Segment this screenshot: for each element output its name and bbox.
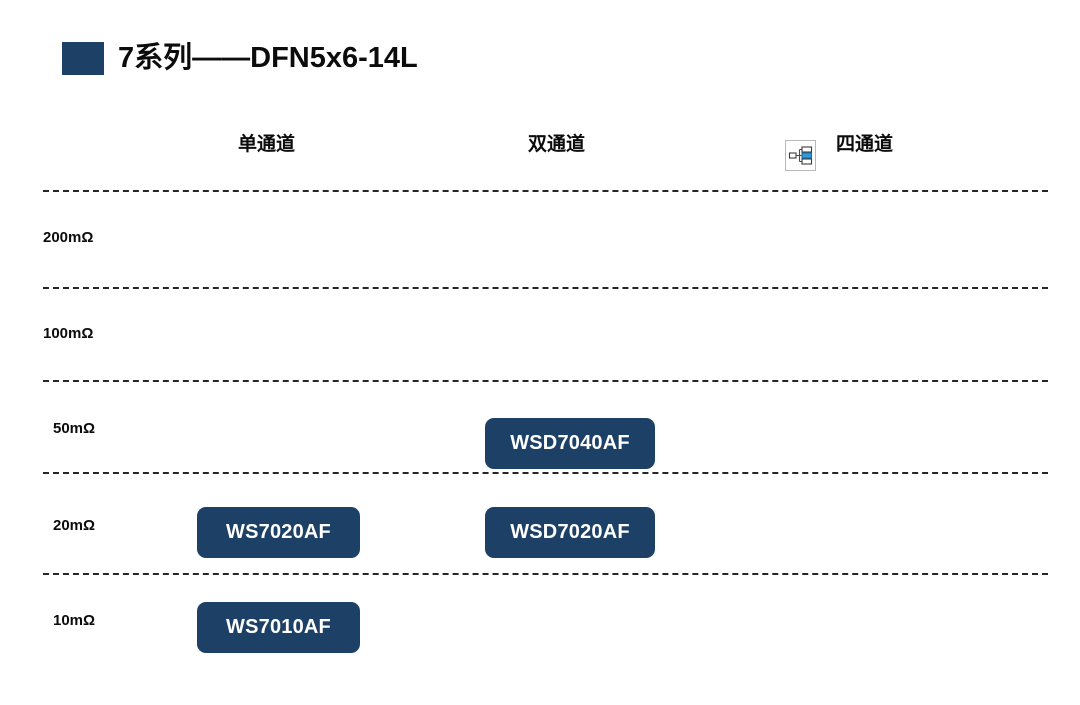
row-divider	[43, 573, 1048, 575]
row-divider	[43, 287, 1048, 289]
hierarchy-smartart-icon	[785, 140, 816, 171]
product-chip-wsd7040af[interactable]: WSD7040AF	[485, 418, 655, 469]
title-bullet-square	[62, 42, 104, 75]
row-label-20mohm: 20mΩ	[53, 517, 96, 534]
row-divider	[43, 472, 1048, 474]
column-header-row: 单通道 双通道 四通道	[0, 128, 1080, 170]
title-text: 7系列——DFN5x6-14L	[118, 42, 418, 74]
row-label-50mohm: 50mΩ	[53, 420, 96, 437]
product-chip-ws7020af[interactable]: WS7020AF	[197, 507, 360, 558]
column-header-quad-channel: 四通道	[836, 134, 894, 155]
page-title: 7系列——DFN5x6-14L	[62, 42, 418, 75]
row-label-200mohm: 200mΩ	[43, 229, 94, 246]
row-divider	[43, 380, 1048, 382]
product-chip-wsd7020af[interactable]: WSD7020AF	[485, 507, 655, 558]
column-header-dual-channel: 双通道	[528, 134, 586, 155]
product-chip-ws7010af[interactable]: WS7010AF	[197, 602, 360, 653]
row-divider	[43, 190, 1048, 192]
row-label-10mohm: 10mΩ	[53, 612, 96, 629]
row-label-100mohm: 100mΩ	[43, 325, 94, 342]
column-header-single-channel: 单通道	[238, 134, 296, 155]
